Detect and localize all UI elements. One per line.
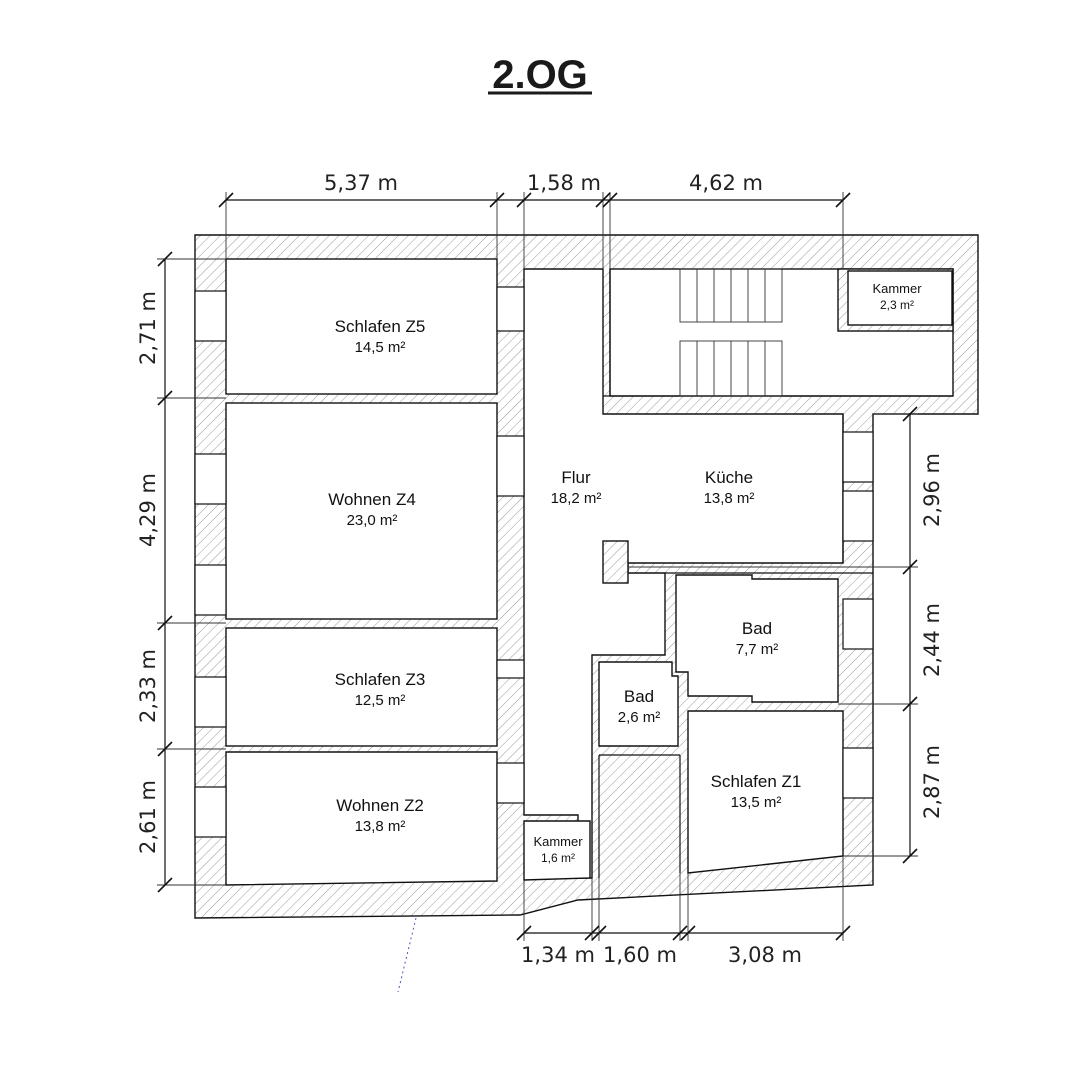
dim-bottom-3: 3,08 m: [728, 943, 802, 967]
room-bad-large: [675, 574, 839, 703]
area-bad-large: 7,7 m²: [736, 641, 779, 658]
area-flur: 18,2 m²: [551, 490, 602, 507]
section-line: [397, 917, 417, 993]
room-kammer-bottom: [523, 820, 591, 881]
windows-left: [194, 290, 227, 838]
stairs-lower: [679, 340, 783, 397]
room-bad-small: [598, 661, 679, 747]
dimension-right: [628, 406, 918, 864]
room-schlafen-z1: [687, 710, 844, 874]
dim-bottom-2: 1,60 m: [603, 943, 677, 967]
label-schlafen-z1: Schlafen Z1: [711, 772, 802, 791]
room-kammer-top: [847, 270, 953, 326]
windows-right: [842, 431, 874, 799]
room-wohnen-z4: [225, 402, 498, 620]
label-kammer-bottom: Kammer: [533, 834, 583, 849]
area-wohnen-z4: 23,0 m²: [347, 512, 398, 529]
dim-left-2: 4,29 m: [136, 473, 160, 547]
room-schlafen-z5: [225, 258, 498, 395]
dim-bottom-1: 1,34 m: [521, 943, 595, 967]
chimney-block: [602, 540, 629, 584]
dim-right-1: 2,96 m: [920, 453, 944, 527]
dim-left-3: 2,33 m: [136, 649, 160, 723]
area-kammer-bottom: 1,6 m²: [541, 851, 575, 865]
dim-left-1: 2,71 m: [136, 291, 160, 365]
area-kammer-top: 2,3 m²: [880, 298, 914, 312]
label-bad-large: Bad: [742, 619, 772, 638]
windows-center: [496, 286, 525, 804]
label-flur: Flur: [561, 468, 591, 487]
area-kueche: 13,8 m²: [704, 490, 755, 507]
label-schlafen-z3: Schlafen Z3: [335, 670, 426, 689]
area-schlafen-z3: 12,5 m²: [355, 692, 406, 709]
area-wohnen-z2: 13,8 m²: [355, 818, 406, 835]
dim-right-3: 2,87 m: [920, 745, 944, 819]
label-bad-small: Bad: [624, 687, 654, 706]
label-kueche: Küche: [705, 468, 753, 487]
label-schlafen-z5: Schlafen Z5: [335, 317, 426, 336]
dimension-bottom: [516, 856, 851, 941]
stairs-upper: [679, 268, 783, 323]
label-wohnen-z2: Wohnen Z2: [336, 796, 424, 815]
dim-top-1: 5,37 m: [324, 171, 398, 195]
dim-top-3: 4,62 m: [689, 171, 763, 195]
area-schlafen-z5: 14,5 m²: [355, 339, 406, 356]
area-bad-small: 2,6 m²: [618, 709, 661, 726]
dim-top-2: 1,58 m: [527, 171, 601, 195]
area-schlafen-z1: 13,5 m²: [731, 794, 782, 811]
dimension-top: [218, 192, 851, 269]
dim-right-2: 2,44 m: [920, 603, 944, 677]
label-kammer-top: Kammer: [872, 281, 922, 296]
room-wohnen-z2: [225, 751, 498, 886]
dim-left-4: 2,61 m: [136, 780, 160, 854]
label-wohnen-z4: Wohnen Z4: [328, 490, 416, 509]
floor-title: 2.OG: [492, 53, 588, 97]
dimension-left: [157, 251, 226, 893]
